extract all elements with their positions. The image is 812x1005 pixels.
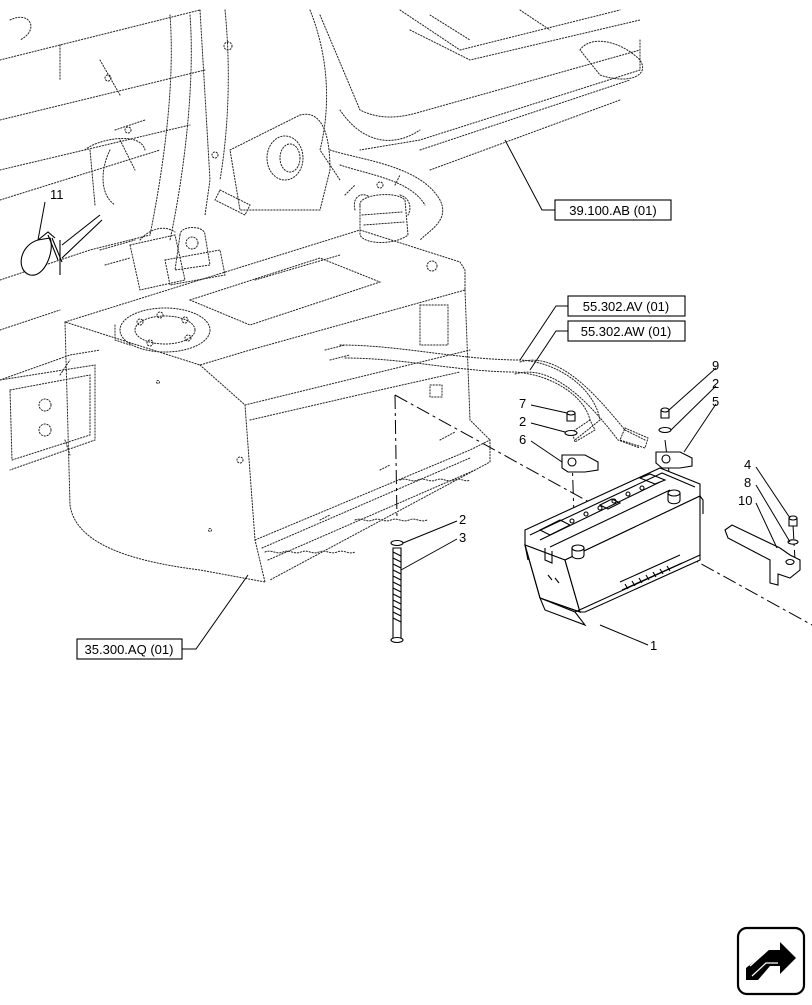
svg-text:55.302.AV (01): 55.302.AV (01)	[583, 299, 669, 314]
battery	[524, 467, 704, 627]
ref-39-100-ab[interactable]: 39.100.AB (01)	[554, 199, 672, 221]
leader-35-300-aq	[182, 574, 249, 650]
svg-text:39.100.AB (01): 39.100.AB (01)	[569, 203, 656, 218]
leader-lines	[37, 139, 791, 650]
ref-55-302-aw[interactable]: 55.302.AW (01)	[567, 320, 686, 342]
fuel-tank	[63, 174, 649, 583]
callout-5: 5	[712, 394, 719, 409]
washer	[390, 539, 404, 547]
callout-2: 2	[459, 512, 466, 527]
ref-55-302-av[interactable]: 55.302.AV (01)	[567, 295, 686, 317]
hardware-parts	[20, 214, 801, 644]
callout-2: 2	[712, 376, 719, 391]
reference-boxes: 39.100.AB (01) 55.302.AV (01) 55.302.AW …	[76, 199, 686, 660]
callout-numbers: 11 9 2 5 7 2 6 4 8 10 2 3 1	[50, 187, 752, 653]
callout-6: 6	[519, 432, 526, 447]
callout-8: 8	[744, 475, 751, 490]
callout-7: 7	[519, 396, 526, 411]
terminal-clamp-positive	[655, 451, 693, 469]
terminal-clamp-negative	[561, 454, 599, 473]
next-page-arrow-icon[interactable]	[736, 926, 806, 996]
ref-35-300-aq[interactable]: 35.300.AQ (01)	[76, 638, 183, 660]
cable-tie	[20, 237, 52, 276]
leader-11	[37, 201, 46, 241]
callout-4: 4	[744, 457, 751, 472]
callout-1: 1	[650, 638, 657, 653]
hold-down-bracket	[724, 524, 801, 586]
leader-55-302-av	[519, 305, 568, 361]
callout-2: 2	[519, 414, 526, 429]
leader-55-302-aw	[529, 330, 568, 371]
machine-frame	[0, 9, 643, 471]
callout-11: 11	[50, 187, 64, 202]
svg-text:35.300.AQ (01): 35.300.AQ (01)	[85, 642, 174, 657]
callout-3: 3	[459, 530, 466, 545]
callout-10: 10	[738, 493, 752, 508]
callout-9: 9	[712, 358, 719, 373]
svg-text:55.302.AW (01): 55.302.AW (01)	[581, 324, 672, 339]
leader-39-100-ab	[504, 139, 555, 211]
